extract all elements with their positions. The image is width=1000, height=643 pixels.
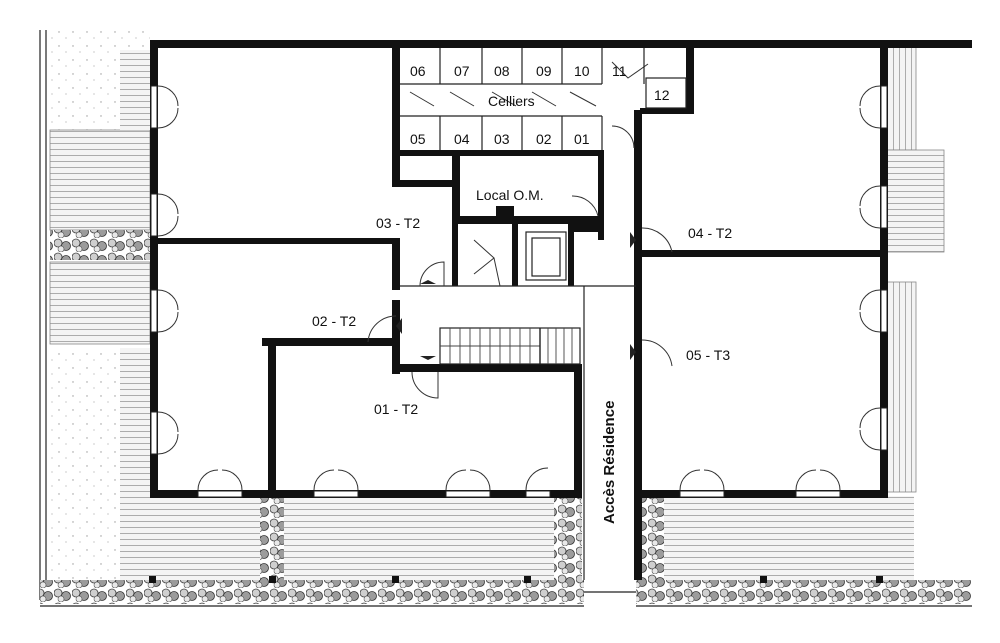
storage-05: 05: [410, 131, 426, 147]
apartment-03-label: 03 - T2: [376, 215, 420, 231]
storage-11: 11: [612, 63, 627, 79]
interior-doors: [367, 61, 673, 399]
staircase: [439, 327, 581, 365]
storage-06: 06: [410, 63, 426, 79]
storage-title: Celliers: [488, 93, 535, 109]
labels: 03 - T2 04 - T2 02 - T2 05 - T3 01 - T2 …: [312, 63, 732, 524]
lobby-lines: [400, 231, 636, 593]
apartment-01-label: 01 - T2: [374, 401, 418, 417]
storage-04: 04: [454, 131, 470, 147]
apartment-04-label: 04 - T2: [688, 225, 732, 241]
storage-10: 10: [574, 63, 590, 79]
storage-03: 03: [494, 131, 510, 147]
storage-grid: [400, 48, 687, 150]
left-exterior: [39, 30, 151, 600]
storage-07: 07: [454, 63, 470, 79]
acces-residence-label: Accès Résidence: [601, 401, 618, 524]
apartment-02-label: 02 - T2: [312, 313, 356, 329]
storage-09: 09: [536, 63, 552, 79]
storage-01: 01: [574, 131, 590, 147]
walls: [150, 40, 972, 580]
right-exterior: [885, 44, 945, 493]
entry-arrows: [396, 232, 636, 360]
terraces: [40, 496, 972, 607]
storage-08: 08: [494, 63, 510, 79]
storage-02: 02: [536, 131, 552, 147]
apartment-05-label: 05 - T3: [686, 347, 730, 363]
storage-12: 12: [654, 87, 670, 103]
windows: [150, 85, 888, 498]
local-om-label: Local O.M.: [476, 187, 544, 203]
